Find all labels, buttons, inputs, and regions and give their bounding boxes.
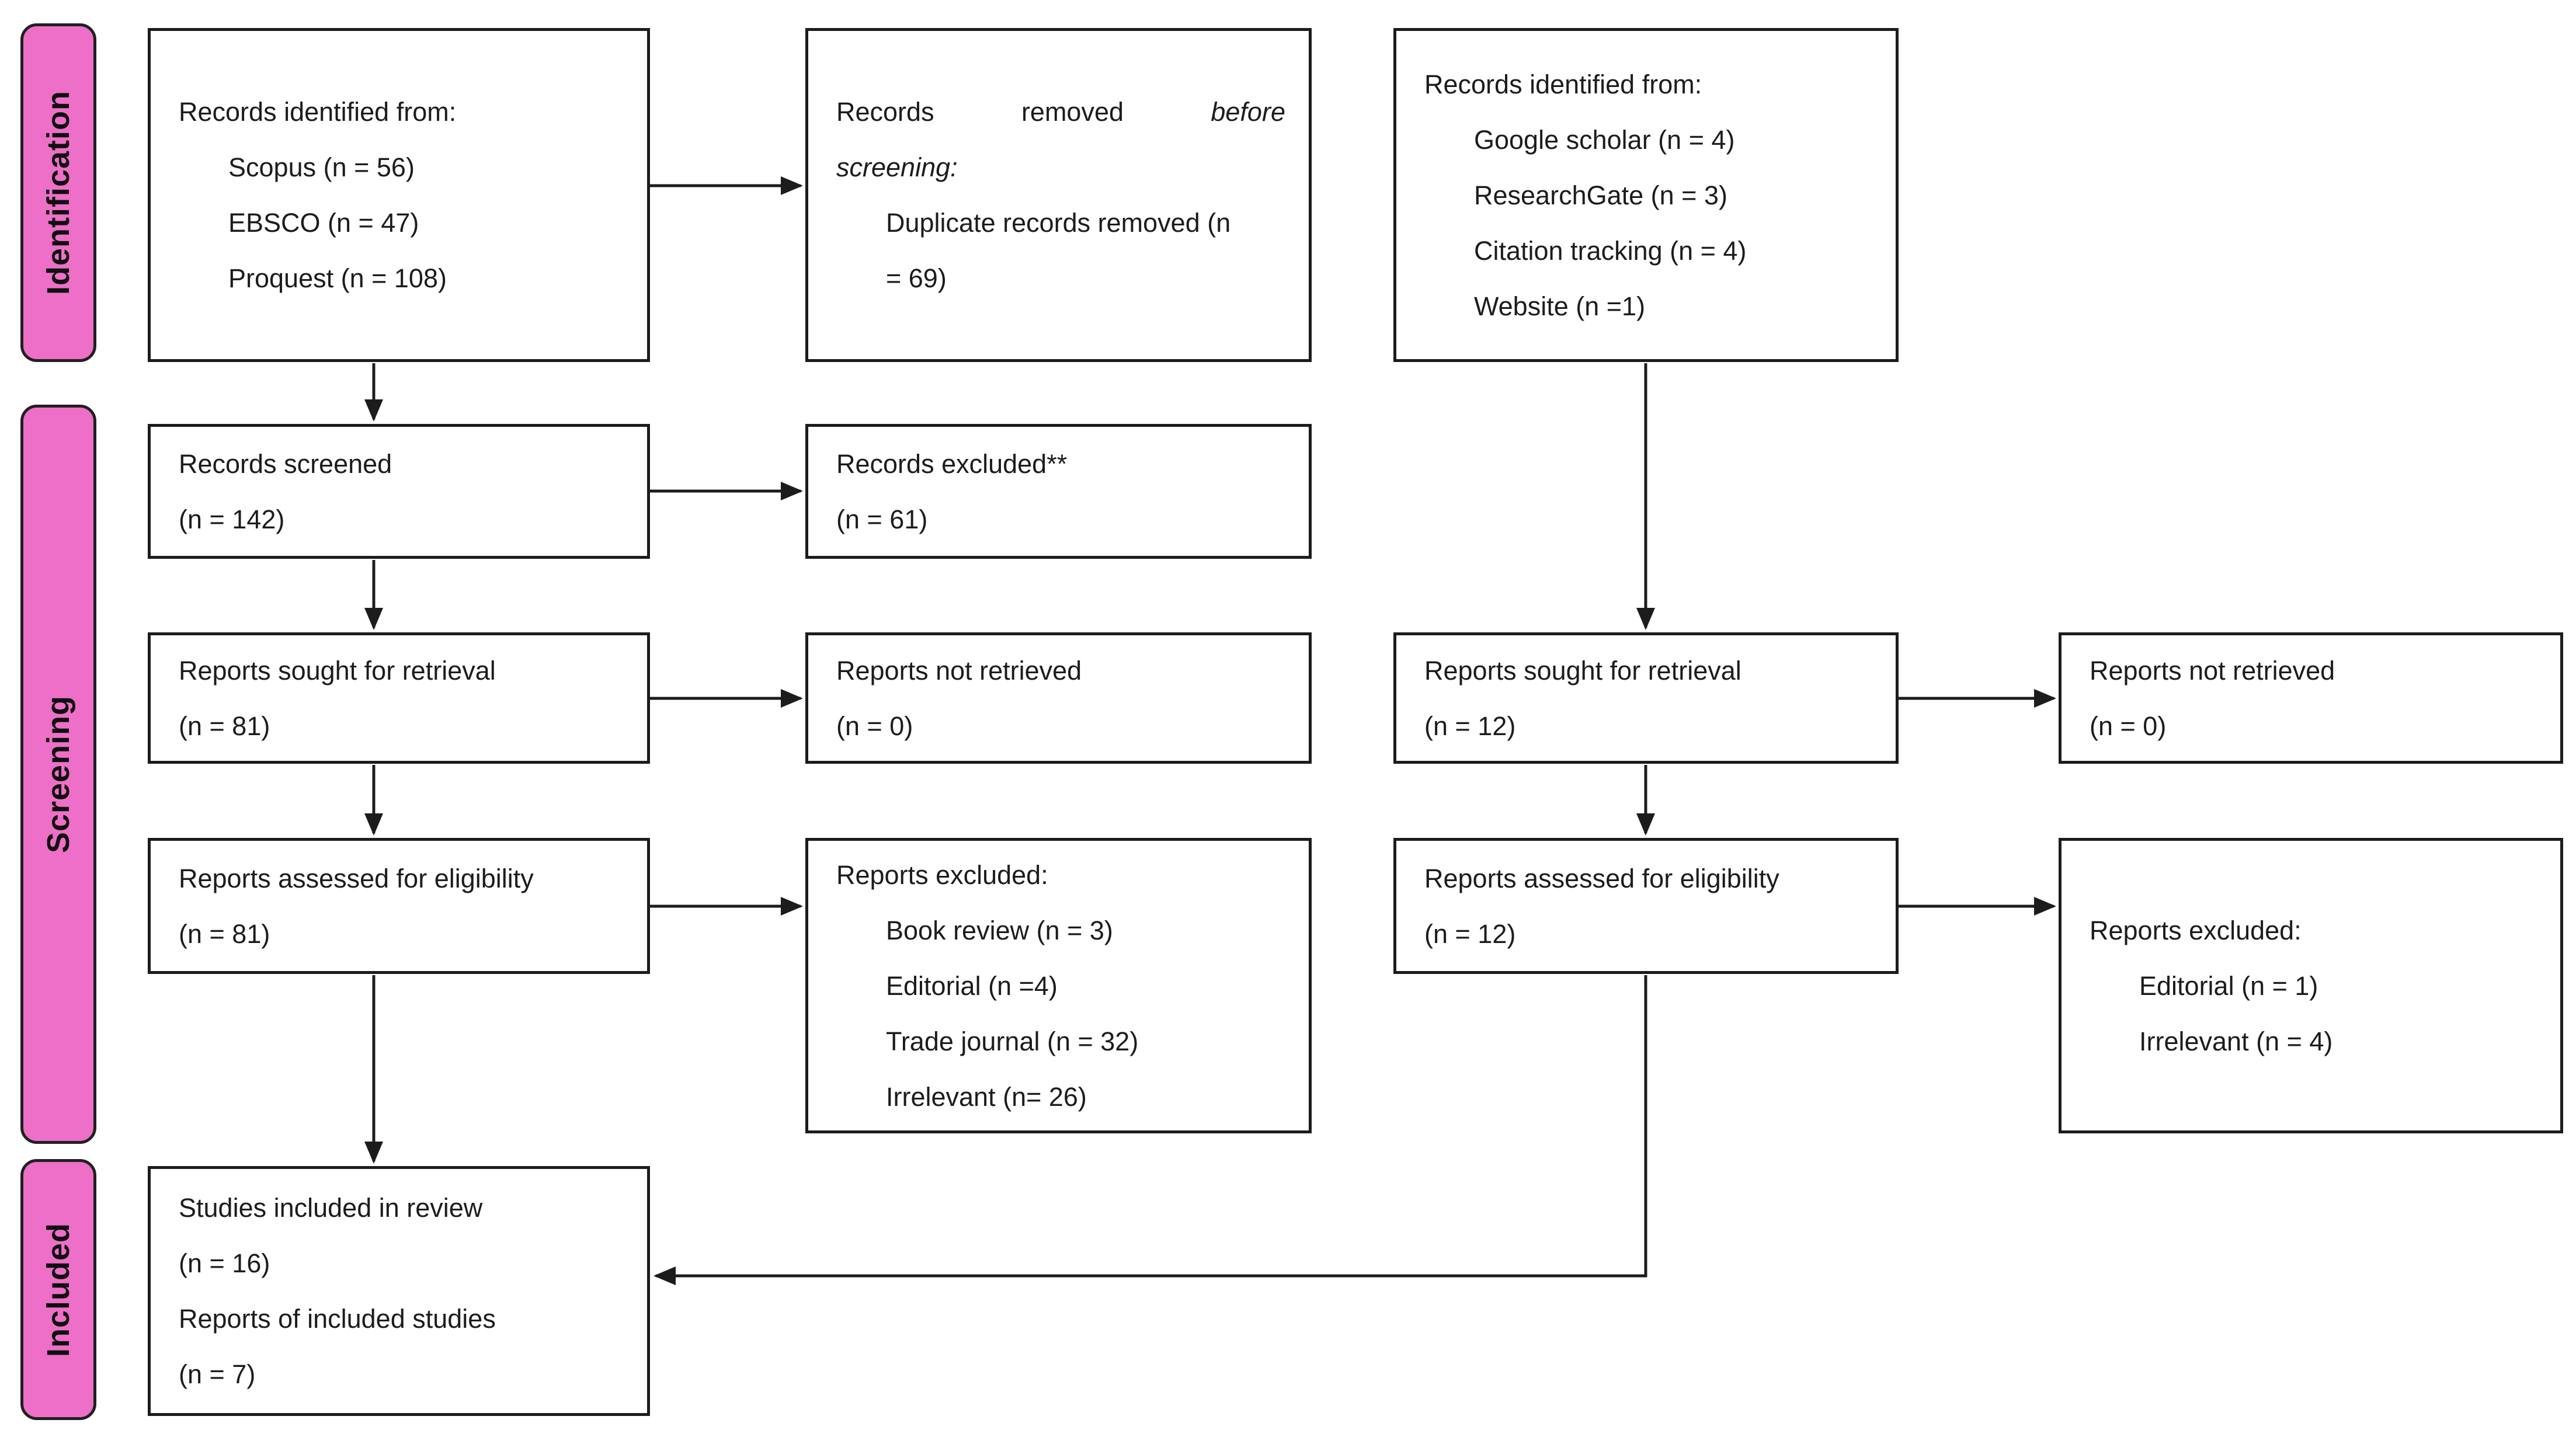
box-reports-assessed-databases: Reports assessed for eligibility (n = 81… xyxy=(148,838,650,974)
box-line: (n = 142) xyxy=(179,504,285,534)
stage-label-screening: Screening xyxy=(20,405,96,1144)
box-line: Irrelevant (n= 26) xyxy=(886,1081,1087,1112)
box-title: Reports excluded: xyxy=(836,860,1048,890)
box-line: (n = 61) xyxy=(836,504,928,534)
box-records-removed-before-screening: Records removed before screening: Duplic… xyxy=(805,28,1312,362)
box-line: (n = 0) xyxy=(2090,711,2167,741)
box-line: Proquest (n = 108) xyxy=(228,263,447,293)
box-line: = 69) xyxy=(886,263,947,293)
box-line: Studies included in review xyxy=(179,1193,483,1223)
box-line: (n = 16) xyxy=(179,1248,270,1278)
box-line: (n = 0) xyxy=(836,711,913,741)
box-reports-not-retrieved-databases: Reports not retrieved (n = 0) xyxy=(805,632,1312,764)
box-reports-sought-other: Reports sought for retrieval (n = 12) xyxy=(1393,632,1899,764)
stage-label-included: Included xyxy=(20,1159,96,1420)
box-line: Records screened xyxy=(179,448,392,479)
box-line: Reports assessed for eligibility xyxy=(1424,863,1779,893)
box-line: Trade journal (n = 32) xyxy=(886,1026,1139,1056)
box-line: Editorial (n =4) xyxy=(886,970,1058,1001)
box-line: Irrelevant (n = 4) xyxy=(2139,1026,2333,1056)
box-line: Reports sought for retrieval xyxy=(1424,655,1741,686)
box-line: (n = 81) xyxy=(179,918,270,949)
stage-label-text: Screening xyxy=(41,695,76,854)
box-records-screened: Records screened (n = 142) xyxy=(148,424,650,559)
box-studies-included: Studies included in review (n = 16) Repo… xyxy=(148,1166,650,1416)
stage-label-identification: Identification xyxy=(20,23,96,362)
box-line: Reports of included studies xyxy=(179,1304,496,1334)
box-line: Reports not retrieved xyxy=(2090,655,2335,686)
box-records-identified-databases: Records identified from: Scopus (n = 56)… xyxy=(148,28,650,362)
box-line: Google scholar (n = 4) xyxy=(1474,124,1735,155)
box-reports-excluded-other: Reports excluded: Editorial (n = 1) Irre… xyxy=(2059,838,2563,1133)
box-line: Scopus (n = 56) xyxy=(228,152,415,182)
box-title: Records identified from: xyxy=(179,97,457,127)
box-title: Records identified from: xyxy=(1424,69,1702,99)
box-title: Reports excluded: xyxy=(2090,915,2302,945)
box-records-identified-other-sources: Records identified from: Google scholar … xyxy=(1393,28,1899,362)
box-line: (n = 7) xyxy=(179,1359,256,1389)
box-line: Citation tracking (n = 4) xyxy=(1474,235,1747,266)
box-line: Book review (n = 3) xyxy=(886,915,1113,945)
box-line: Website (n =1) xyxy=(1474,291,1646,321)
box-line: Reports sought for retrieval xyxy=(179,655,496,686)
box-title: Records removed before xyxy=(836,97,1285,127)
box-reports-assessed-other: Reports assessed for eligibility (n = 12… xyxy=(1393,838,1899,974)
box-reports-sought-databases: Reports sought for retrieval (n = 81) xyxy=(148,632,650,764)
box-line: (n = 12) xyxy=(1424,918,1516,949)
box-line: Reports assessed for eligibility xyxy=(179,863,534,893)
box-line: ResearchGate (n = 3) xyxy=(1474,180,1727,210)
stage-label-text: Included xyxy=(41,1222,77,1357)
box-reports-excluded-databases: Reports excluded: Book review (n = 3) Ed… xyxy=(805,838,1312,1133)
box-line: (n = 12) xyxy=(1424,711,1516,741)
box-line: Editorial (n = 1) xyxy=(2139,970,2318,1001)
box-line: Duplicate records removed (n xyxy=(886,208,1231,238)
box-line: Records excluded** xyxy=(836,448,1068,479)
stage-label-text: Identification xyxy=(41,91,76,295)
box-line: screening: xyxy=(836,152,958,182)
box-line: EBSCO (n = 47) xyxy=(228,208,419,238)
box-line: (n = 81) xyxy=(179,711,270,741)
box-line: Reports not retrieved xyxy=(836,655,1082,686)
box-records-excluded: Records excluded** (n = 61) xyxy=(805,424,1312,559)
box-reports-not-retrieved-other: Reports not retrieved (n = 0) xyxy=(2059,632,2563,764)
